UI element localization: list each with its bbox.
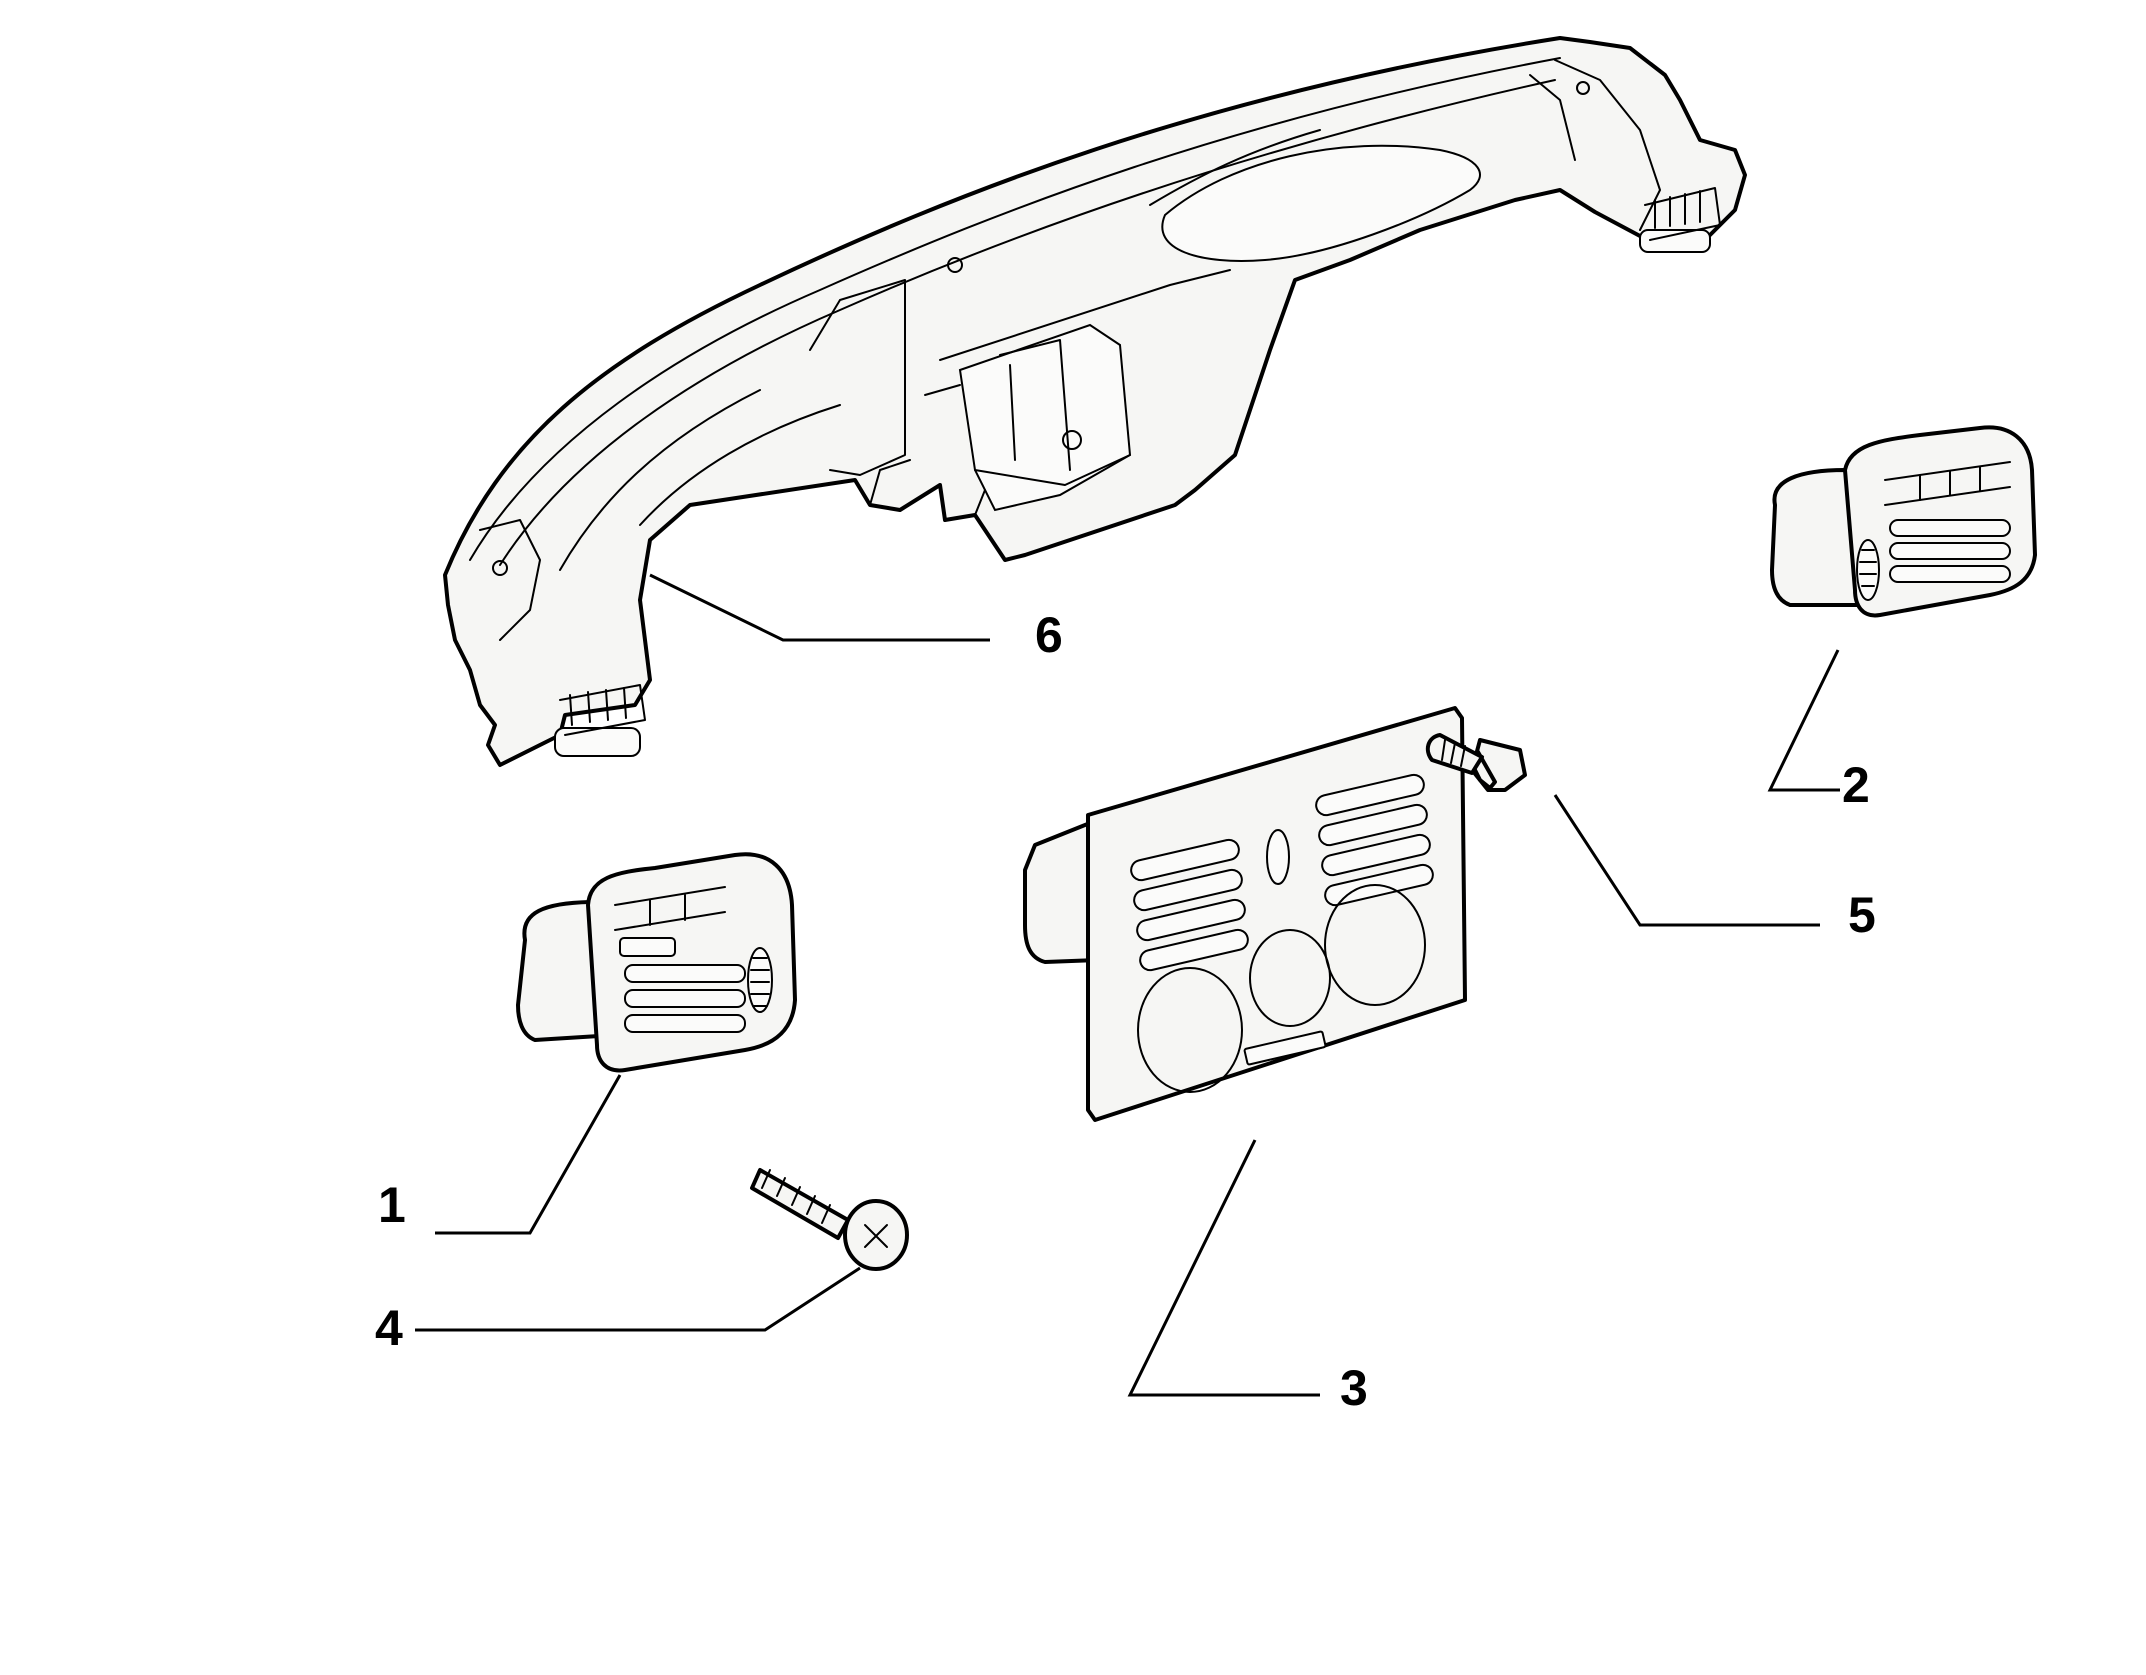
left-vent-louvres [614, 886, 746, 1033]
gauge-openings [1137, 884, 1426, 1093]
leader-5 [1553, 794, 1820, 927]
part-4-screw [750, 1168, 909, 1271]
callout-5: 5 [1848, 887, 1876, 943]
centre-left-vents [1130, 838, 1249, 972]
leader-2 [1767, 649, 1840, 792]
callout-1: 1 [378, 1177, 406, 1233]
leader-4 [415, 1266, 861, 1332]
callout-3: 3 [1340, 1360, 1368, 1416]
callout-6: 6 [1035, 607, 1063, 663]
part-3-centre-vent-panel [1023, 706, 1467, 1122]
callout-numbers: 6 2 5 1 4 3 [375, 607, 1876, 1416]
leader-3 [1127, 1139, 1320, 1397]
callout-2: 2 [1842, 757, 1870, 813]
part-5-bolt [1425, 733, 1527, 792]
leader-1 [435, 1074, 622, 1235]
centre-vent-knob [1266, 829, 1290, 885]
part-6-dashboard-duct [443, 36, 1747, 767]
leader-6 [649, 573, 990, 642]
part-1-left-side-vent [516, 852, 797, 1073]
callout-4: 4 [375, 1300, 403, 1356]
right-vent-louvres [1884, 461, 2011, 583]
part-2-right-side-vent [1770, 425, 2037, 618]
left-vent-knob [747, 947, 773, 1013]
leader-lines [415, 573, 1840, 1397]
